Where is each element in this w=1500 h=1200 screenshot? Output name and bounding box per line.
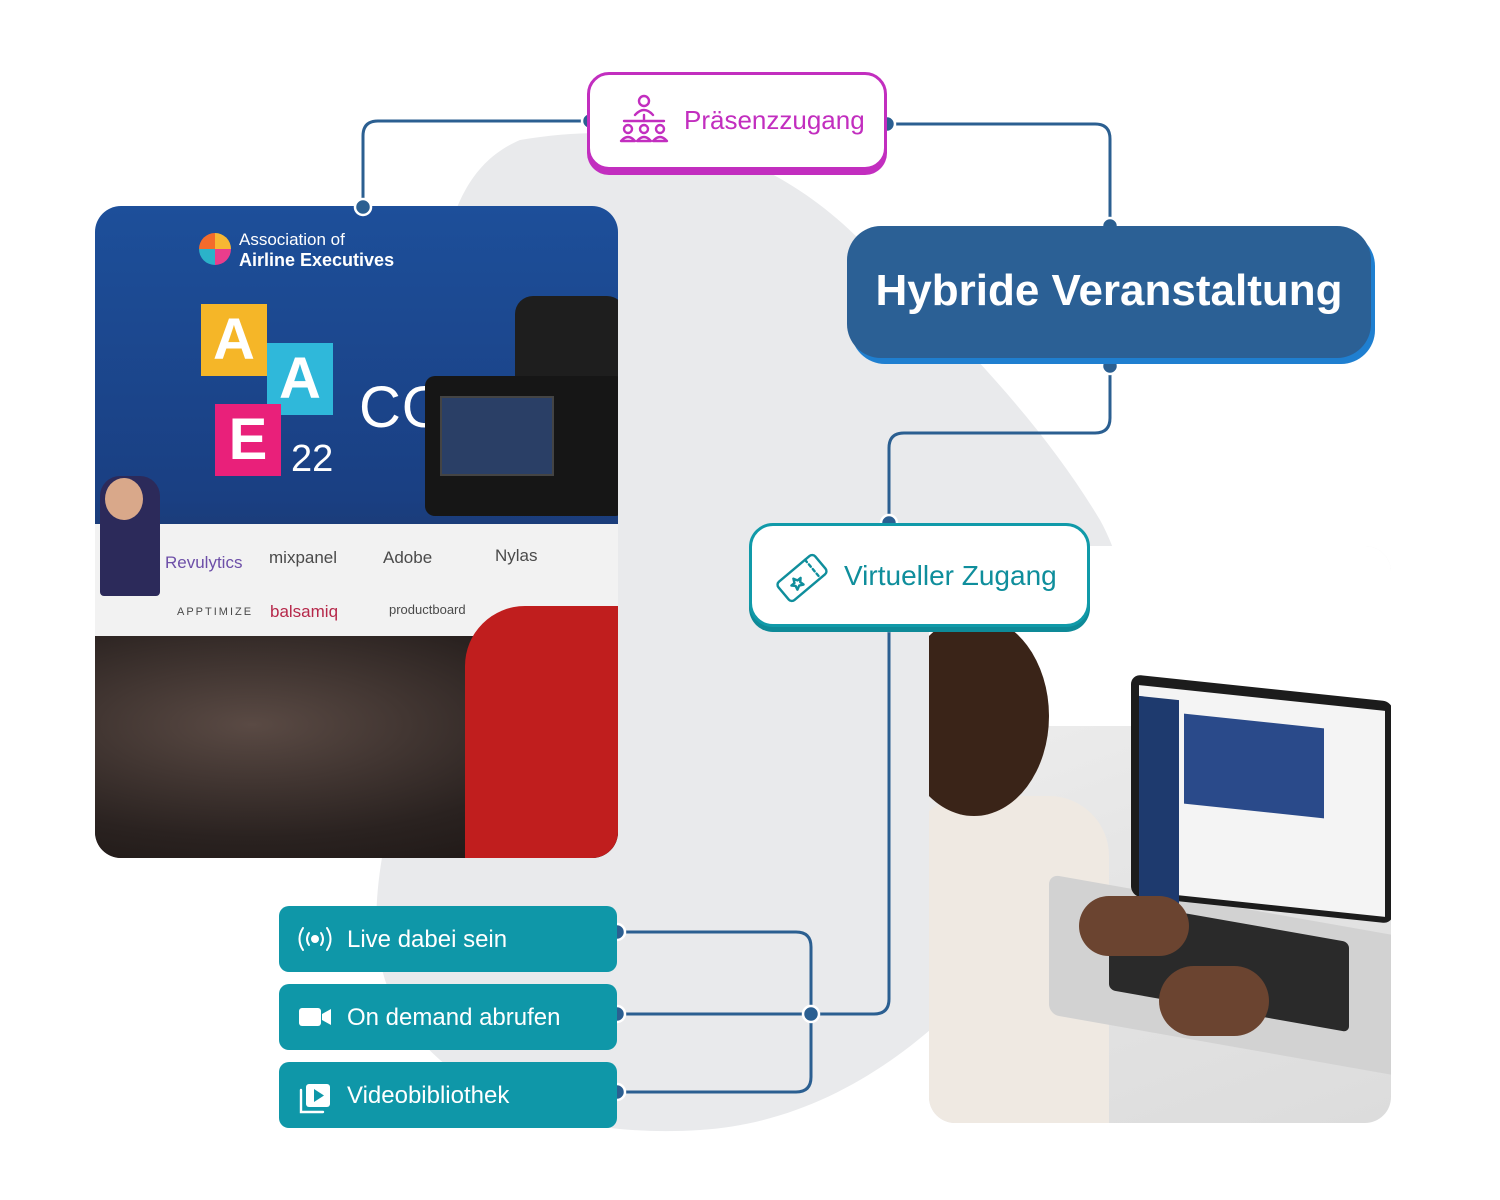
video-camera-icon — [293, 1000, 337, 1039]
logo-tile-a: A — [201, 304, 267, 376]
org-name-line1: Association of — [239, 230, 345, 249]
option-on-demand: On demand abrufen — [279, 984, 617, 1050]
sponsor-logo: APPTIMIZE — [177, 606, 254, 618]
person-head — [929, 616, 1049, 816]
broadcast-icon — [293, 922, 337, 961]
sponsor-logo: productboard — [389, 602, 466, 617]
option-on-demand-label: On demand abrufen — [347, 1004, 561, 1031]
presence-access-label: Präsenzzugang — [684, 105, 865, 135]
camera-operator — [465, 606, 618, 858]
audience-presenter-icon — [616, 93, 672, 154]
conference-stage-photo: Association of Airline Executives A A E … — [95, 206, 618, 858]
logo-tile-e: E — [215, 404, 281, 476]
right-hand — [1159, 966, 1269, 1036]
option-live-label: Live dabei sein — [347, 926, 508, 953]
laptop-user-photo — [929, 546, 1391, 1123]
sponsor-logo: mixpanel — [269, 548, 338, 567]
association-wordmark: Association of Airline Executives — [239, 230, 394, 270]
virtual-access-node: Virtueller Zugang — [749, 523, 1090, 627]
ticket-icon — [770, 546, 834, 615]
presence-access-node: Präsenzzugang — [587, 72, 887, 170]
video-library-icon — [293, 1078, 337, 1121]
speaker-head — [105, 478, 143, 520]
sponsor-logo: balsamiq — [270, 602, 339, 621]
sponsor-logo: Revulytics — [165, 553, 243, 572]
option-video-library-label: Videobibliothek — [347, 1082, 510, 1109]
option-video-library: Videobibliothek — [279, 1062, 617, 1128]
association-logo — [199, 233, 231, 265]
sponsor-logo: Adobe — [383, 548, 433, 567]
option-live: Live dabei sein — [279, 906, 617, 972]
left-hand — [1079, 896, 1189, 956]
logo-year: 22 — [291, 438, 334, 480]
hybrid-event-label: Hybride Veranstaltung — [875, 266, 1343, 315]
logo-tile-a-second: A — [267, 343, 333, 415]
camera-monitor — [440, 396, 554, 476]
org-name-line2: Airline Executives — [239, 250, 395, 270]
sponsor-logo: Nylas — [495, 546, 538, 565]
hybrid-event-node: Hybride Veranstaltung — [847, 226, 1371, 358]
virtual-access-label: Virtueller Zugang — [844, 560, 1057, 591]
